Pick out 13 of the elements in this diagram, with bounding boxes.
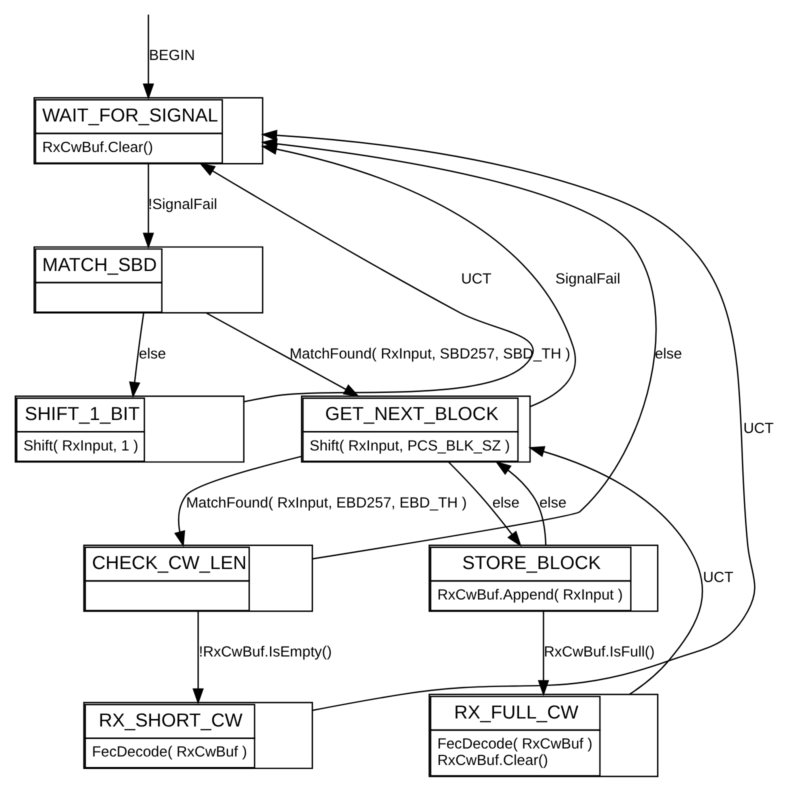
- edge-label: UCT: [742, 420, 774, 437]
- edge-label: else: [492, 495, 519, 512]
- edge-label: BEGIN: [148, 48, 194, 64]
- edge-label: !RxCwBuf.IsEmpty(): [198, 644, 332, 661]
- edge-label: MatchFound( RxInput, EBD257, EBD_TH ): [186, 495, 466, 512]
- edge-label: RxCwBuf.IsFull(): [543, 644, 654, 661]
- edge-label: SignalFail: [554, 272, 620, 288]
- edge-label: else: [538, 495, 566, 512]
- edge-label: UCT: [460, 272, 491, 288]
- edge-label: !SignalFail: [148, 197, 217, 214]
- edge-label: UCT: [702, 570, 733, 586]
- edge-label: else: [138, 346, 166, 362]
- edge-label: else: [654, 346, 682, 362]
